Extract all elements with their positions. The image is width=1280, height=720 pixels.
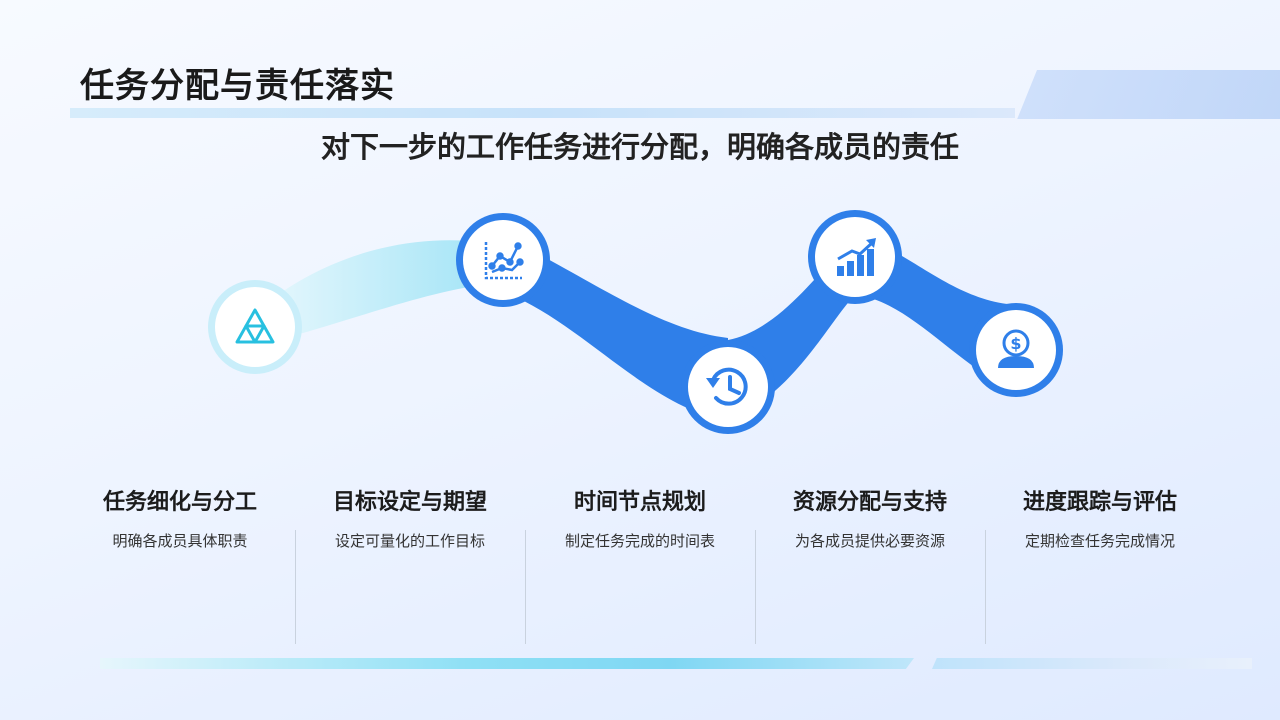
- column-title: 进度跟踪与评估: [1022, 490, 1177, 515]
- column-title: 任务细化与分工: [102, 490, 257, 515]
- growth-bar-chart-icon: [837, 238, 876, 276]
- column-description: 制定任务完成的时间表: [564, 532, 715, 550]
- column-3: 时间节点规划 制定任务完成的时间表: [525, 484, 755, 551]
- scatter-chart-icon: [484, 242, 524, 280]
- column-description: 为各成员提供必要资源: [794, 532, 945, 550]
- title-underline-bar: [70, 108, 1015, 118]
- flow-node-2: [456, 213, 550, 307]
- column-description: 设定可量化的工作目标: [334, 532, 485, 550]
- connector-2-3: [503, 235, 728, 420]
- history-clock-icon: [706, 367, 748, 406]
- column-4: 资源分配与支持 为各成员提供必要资源: [755, 484, 985, 551]
- bottom-decor-bar-left: [100, 658, 914, 669]
- column-1: 任务细化与分工 明确各成员具体职责: [65, 484, 295, 551]
- flow-node-4: [808, 210, 902, 304]
- column-2: 目标设定与期望 设定可量化的工作目标: [295, 484, 525, 551]
- triangle-network-icon: [235, 308, 275, 344]
- column-divider: [755, 530, 756, 644]
- column-5: 进度跟踪与评估 定期检查任务完成情况: [985, 484, 1215, 551]
- bottom-decor-bar-right: [932, 658, 1252, 669]
- column-divider: [525, 530, 526, 644]
- column-description: 定期检查任务完成情况: [1024, 532, 1175, 550]
- column-divider: [985, 530, 986, 644]
- column-divider: [295, 530, 296, 644]
- column-title: 资源分配与支持: [792, 490, 947, 515]
- page-subtitle: 对下一步的工作任务进行分配，明确各成员的责任: [320, 130, 959, 164]
- column-title: 时间节点规划: [573, 490, 706, 515]
- column-description: 明确各成员具体职责: [112, 532, 248, 550]
- page-title: 任务分配与责任落实: [80, 66, 395, 106]
- svg-text:$: $: [1010, 334, 1021, 353]
- connector-1-2: [255, 240, 503, 345]
- dollar-person-icon: $: [998, 329, 1034, 368]
- column-title: 目标设定与期望: [332, 490, 487, 515]
